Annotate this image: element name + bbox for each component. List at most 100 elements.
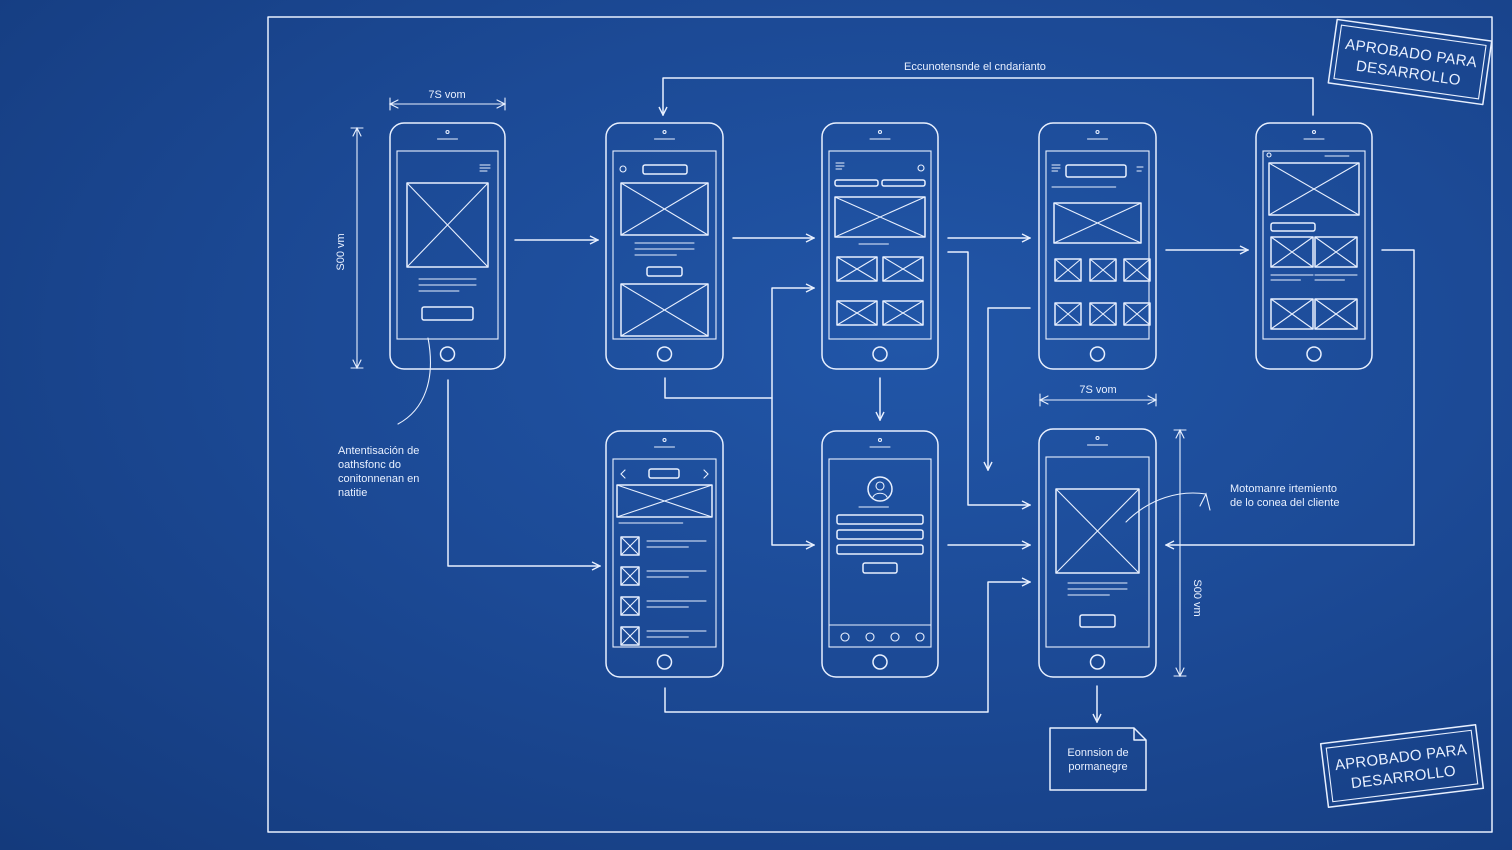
phone-screen — [1045, 150, 1150, 340]
annotation-line: Motomanre irtemiento — [1230, 483, 1337, 495]
image-placeholder — [836, 300, 878, 326]
dimension-label: 7S vom — [428, 89, 465, 101]
image-placeholder — [1089, 258, 1117, 282]
image-placeholder — [1123, 302, 1151, 326]
dimension-right-side: S00 vm — [1173, 428, 1203, 678]
phone-body — [605, 122, 724, 370]
flow-arrow — [447, 379, 600, 566]
tab-bar-icon — [915, 632, 925, 642]
wireframe-screen-4 — [1038, 122, 1157, 370]
approval-stamp-bottom: APROBADO PARA DESARROLLO — [1319, 723, 1485, 809]
wireframe-screen-5 — [1255, 122, 1373, 370]
image-placeholder — [620, 626, 640, 646]
avatar-icon — [867, 476, 893, 502]
image-placeholder — [406, 182, 489, 268]
wireframe-screen-6 — [605, 430, 724, 678]
annotation-line: Antentisación de — [338, 445, 419, 457]
image-placeholder — [1089, 302, 1117, 326]
annotation-line: oathsfonc do — [338, 459, 401, 471]
home-button — [656, 654, 673, 670]
phone-screen — [612, 150, 717, 340]
flow-arrow — [947, 251, 1030, 505]
home-button — [872, 346, 888, 362]
approval-stamp-top: APROBADO PARA DESARROLLO — [1327, 18, 1493, 106]
button-placeholder — [836, 514, 924, 525]
tab-bar-icon — [865, 632, 875, 642]
button-placeholder — [834, 179, 879, 187]
button-placeholder — [646, 266, 683, 277]
drawing-frame — [267, 16, 1493, 833]
button-placeholder — [1079, 614, 1116, 628]
button-placeholder — [642, 164, 688, 175]
document-label: pormanegre — [1068, 761, 1127, 773]
image-placeholder — [882, 300, 924, 326]
image-placeholder — [1054, 302, 1082, 326]
phone-screen — [612, 458, 717, 648]
dimension-top: 7S vom — [388, 89, 507, 111]
image-placeholder — [1123, 258, 1151, 282]
phone-body — [821, 430, 939, 678]
wireframe-screen-7 — [821, 430, 939, 678]
phone-screen — [828, 458, 932, 648]
flow-arrow — [1166, 249, 1415, 545]
image-placeholder — [834, 196, 926, 238]
button-placeholder — [881, 179, 926, 187]
phone-body — [1038, 428, 1157, 678]
flow-arrow — [988, 307, 1031, 470]
annotation-line: natitie — [338, 487, 367, 499]
button-placeholder — [836, 544, 924, 555]
wireframe-screen-1 — [389, 122, 506, 370]
image-placeholder — [620, 596, 640, 616]
phone-screen — [1045, 456, 1150, 648]
annotation-line: conitonnenan en — [338, 473, 419, 485]
image-placeholder — [620, 283, 709, 337]
image-placeholder — [620, 182, 709, 236]
phone-screen — [828, 150, 932, 340]
image-placeholder — [1054, 258, 1082, 282]
image-placeholder — [1053, 202, 1142, 244]
flow-arrow-top-loop — [663, 77, 1314, 115]
flow-arrow — [771, 288, 814, 399]
phone-body — [605, 430, 724, 678]
home-button — [1306, 346, 1322, 362]
button-placeholder — [1065, 164, 1127, 178]
image-placeholder — [1270, 236, 1314, 268]
annotation-line: de lo conea del cliente — [1230, 497, 1339, 509]
wireframe-screen-2 — [605, 122, 724, 370]
home-button — [439, 346, 456, 362]
button-placeholder — [648, 468, 680, 479]
home-button — [656, 346, 673, 362]
dimension-label: S00 vm — [335, 233, 347, 270]
dimension-right-top: 7S vom — [1038, 384, 1158, 407]
image-placeholder — [882, 256, 924, 282]
flow-arrow — [664, 377, 814, 545]
output-document: Eonnsion de pormanegre — [1049, 727, 1147, 791]
phone-body — [821, 122, 939, 370]
top-flow-label: Eccunotensnde el cndarianto — [904, 61, 1046, 73]
dimension-label: S00 vm — [1191, 579, 1203, 616]
image-placeholder — [1314, 298, 1358, 330]
button-placeholder — [836, 529, 924, 540]
phone-body — [389, 122, 506, 370]
image-placeholder — [1314, 236, 1358, 268]
image-placeholder — [1055, 488, 1140, 574]
wireframe-screen-3 — [821, 122, 939, 370]
flow-arrow — [664, 582, 1030, 713]
image-placeholder — [616, 484, 713, 518]
image-placeholder — [620, 566, 640, 586]
home-button — [1089, 346, 1106, 362]
phone-screen — [1262, 150, 1366, 340]
wireframe-screen-8 — [1038, 428, 1157, 678]
button-placeholder — [1270, 222, 1316, 232]
dimension-label: 7S vom — [1079, 384, 1116, 396]
phone-screen — [396, 150, 499, 340]
image-placeholder — [1268, 162, 1360, 216]
home-button — [872, 654, 888, 670]
button-placeholder — [862, 562, 898, 574]
button-placeholder — [421, 306, 474, 321]
image-placeholder — [620, 536, 640, 556]
document-label: Eonnsion de — [1067, 747, 1128, 759]
